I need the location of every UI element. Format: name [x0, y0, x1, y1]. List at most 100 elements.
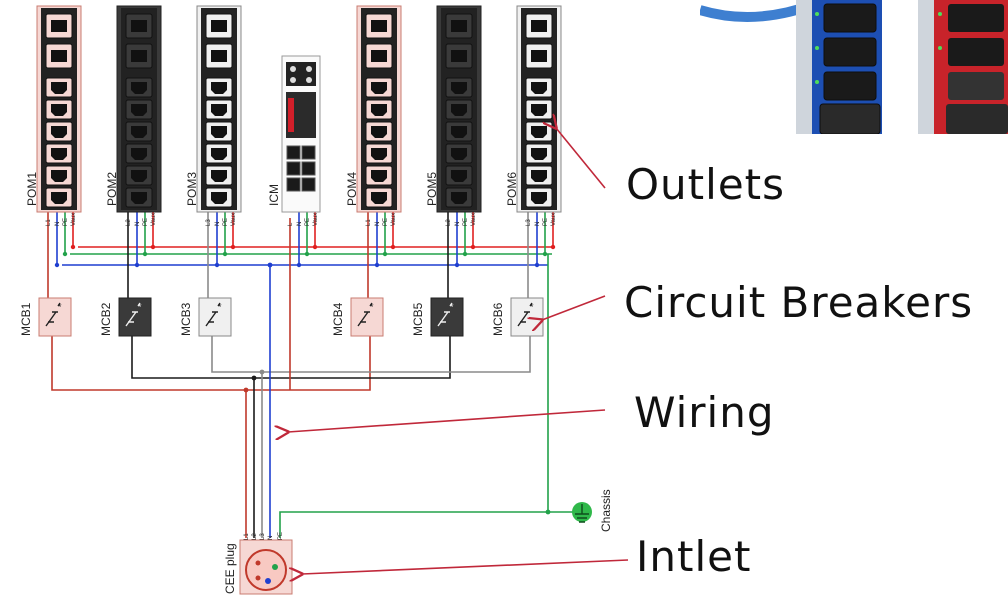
breaker-symbol-icon: [205, 302, 221, 327]
c13-socket: [531, 82, 547, 94]
module-label: ICM: [267, 184, 281, 206]
l3-collector-line: [211, 336, 531, 373]
plug-pin: [255, 560, 261, 566]
pin-label: PE: [305, 218, 311, 226]
junction-dot: [534, 262, 540, 268]
pin-label: N: [135, 222, 141, 226]
c13-socket: [451, 104, 467, 116]
c13-socket: [531, 148, 547, 160]
junction-dot: [62, 251, 68, 257]
breaker-body: [430, 297, 464, 337]
breaker-label: MCB4: [331, 302, 345, 336]
pin-label: Vaux: [151, 213, 157, 226]
breaker-symbol-icon: [437, 302, 453, 327]
c13-socket: [211, 148, 227, 160]
junction-dot: [54, 262, 60, 268]
pdu-photo-red: [918, 0, 1008, 134]
breaker-symbol-icon: [517, 302, 533, 327]
junction-dot: [134, 262, 140, 268]
c13-socket: [451, 148, 467, 160]
junction-dot: [222, 251, 228, 257]
module-label: POM2: [105, 172, 119, 206]
module-label: POM5: [425, 172, 439, 206]
module-label: POM6: [505, 172, 519, 206]
breaker-star: *: [530, 302, 534, 312]
c19-socket: [131, 20, 147, 32]
plug-pin-label: L1: [244, 533, 250, 540]
pin-label: Vaux: [551, 213, 557, 226]
c13-socket: [211, 82, 227, 94]
rj45-port: [301, 161, 316, 176]
pin-label: L2: [126, 219, 132, 226]
callout-arrows: [288, 128, 629, 574]
junction-dot: [390, 244, 396, 250]
breaker-label: MCB3: [179, 302, 193, 336]
c13-socket: [371, 192, 387, 204]
c19-socket: [131, 50, 147, 62]
ground-symbol-icon: [575, 504, 589, 523]
breaker-mcb2: *MCB2: [99, 297, 152, 337]
c19-socket: [531, 50, 547, 62]
pin-label: N: [455, 222, 461, 226]
rj45-port: [286, 177, 301, 192]
c13-socket: [51, 126, 67, 138]
pin-label: Vaux: [231, 213, 237, 226]
junction-dot: [545, 509, 551, 515]
pin-label: PE: [543, 218, 549, 226]
c19-socket: [451, 50, 467, 62]
c13-socket: [131, 192, 147, 204]
junction-dot: [259, 369, 265, 375]
breaker-label: MCB6: [491, 302, 505, 336]
pin-label: L3: [526, 219, 532, 226]
junction-dot: [214, 262, 220, 268]
pin-label: Vaux: [391, 213, 397, 226]
c13-socket: [371, 170, 387, 182]
pin-label: PE: [63, 218, 69, 226]
plug-earth-pin: [272, 564, 278, 570]
breaker-mcb4: * MCB4: [331, 297, 384, 337]
callout-outlets: Outlets: [626, 160, 786, 209]
c13-socket: [51, 148, 67, 160]
c13-socket: [211, 104, 227, 116]
plug-pin-label: N: [268, 536, 274, 540]
breaker-star: *: [370, 302, 374, 312]
c13-socket: [531, 104, 547, 116]
c13-socket: [531, 170, 547, 182]
breaker-body: [38, 297, 72, 337]
junction-dot: [230, 244, 236, 250]
inlet-arrow: [302, 559, 629, 574]
junction-dot: [382, 251, 388, 257]
junction-dot: [304, 251, 310, 257]
c13-socket: [371, 104, 387, 116]
pin-label: N: [55, 222, 61, 226]
pin-label: L: [288, 222, 294, 226]
junction-dot: [470, 244, 476, 250]
outlets-arrow: [556, 128, 606, 189]
c19-socket: [211, 20, 227, 32]
plug-pin-label: PE: [278, 532, 284, 540]
c13-socket: [131, 170, 147, 182]
junction-dot: [267, 262, 273, 268]
l2-collector-line: [131, 336, 451, 379]
c13-socket: [131, 82, 147, 94]
plug-label: CEE plug: [223, 543, 237, 594]
junction-dot: [150, 244, 156, 250]
breaker-star: *: [58, 302, 62, 312]
plug-pin-label: L3: [260, 533, 266, 540]
chassis-ground: Chassis: [572, 489, 613, 532]
wiring-group: [47, 212, 582, 538]
pin-label: Vaux: [313, 213, 319, 226]
breaker-mcb6: * MCB6: [491, 297, 544, 337]
c13-socket: [371, 148, 387, 160]
pin-label: L1: [46, 219, 52, 226]
c13-socket: [51, 192, 67, 204]
c13-socket: [371, 82, 387, 94]
icm-button: [290, 66, 296, 72]
rj45-port: [301, 177, 316, 192]
c13-socket: [451, 192, 467, 204]
